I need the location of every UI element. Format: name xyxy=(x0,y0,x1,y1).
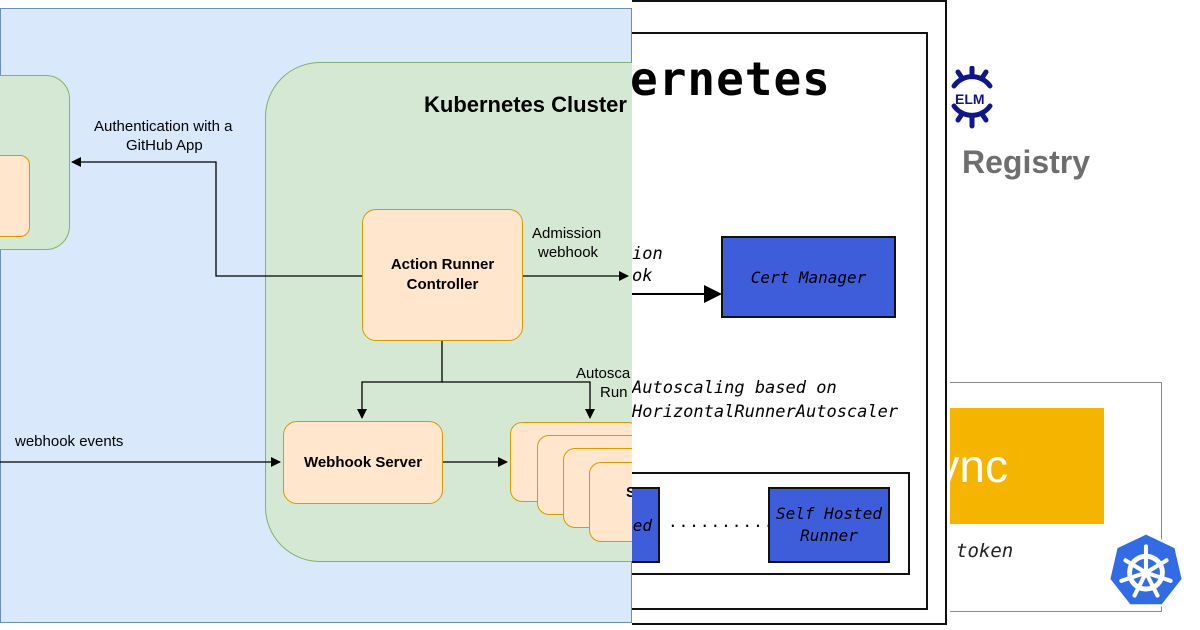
runner-stack-card xyxy=(589,462,632,542)
panel-helm-registry: ELM Registry ync token xyxy=(950,0,1200,630)
sync-banner: ync xyxy=(950,408,1104,524)
sketch-arrows xyxy=(632,285,722,303)
github-app-box xyxy=(0,155,30,237)
auth-label-line1: Authentication with a xyxy=(94,118,233,135)
cert-manager-box: Cert Manager xyxy=(721,236,896,318)
admission-arrow-head xyxy=(704,285,722,303)
self-hosted-runner-partial: ed xyxy=(632,487,660,563)
autoscale-label-line2: Run xyxy=(600,384,628,401)
runner-dots: .......... xyxy=(668,512,775,531)
cluster-title: Kubernetes Cluster xyxy=(424,92,627,117)
sync-label: ync xyxy=(950,440,1008,492)
controller-to-runners-connector xyxy=(442,381,595,419)
webhook-events-label: webhook events xyxy=(15,433,124,450)
controller-label-line2: Controller xyxy=(406,276,479,293)
registry-title: Registry xyxy=(962,144,1091,180)
self-hosted-runner-box: Self Hosted Runner xyxy=(768,487,890,563)
helm-icon xyxy=(951,66,993,129)
controller-label-line1: Action Runner xyxy=(390,256,495,273)
runner-label-line2: Runner xyxy=(800,526,858,545)
autoscale-note-line1: Autoscaling based on xyxy=(632,378,837,398)
connector-lines xyxy=(0,157,629,467)
runner-partial-label: ed xyxy=(632,515,652,535)
admission-label-line1: Admission xyxy=(532,225,602,242)
runner-group-frame xyxy=(632,472,910,575)
admission-partial-line2: ok xyxy=(632,266,653,286)
action-runner-controller-node: Action Runner Controller xyxy=(362,209,523,341)
cert-manager-label: Cert Manager xyxy=(750,267,867,287)
panel-arc-diagram: Kubernetes Cluster S Action Runner Contr… xyxy=(0,8,632,623)
kubernetes-title: ernetes xyxy=(632,52,831,106)
admission-label-line2: webhook xyxy=(538,244,599,261)
webhook-server-node: Webhook Server xyxy=(283,421,443,504)
helm-text: ELM xyxy=(955,91,985,107)
kubernetes-icon xyxy=(1107,532,1185,607)
auth-connector xyxy=(71,157,362,277)
runner-label-partial: S xyxy=(626,484,632,501)
webhook-server-label: Webhook Server xyxy=(303,453,423,471)
token-label: token xyxy=(956,540,1014,562)
panel-sketch-diagram: ernetes ion ok Cert Manager Autoscaling … xyxy=(632,0,950,630)
controller-to-webhook-connector xyxy=(357,341,443,419)
admission-partial-line1: ion xyxy=(632,244,663,264)
autoscale-label-line1: Autosca xyxy=(576,365,631,382)
runner-label-line1: Self Hosted xyxy=(776,504,882,523)
auth-label-line2: GitHub App xyxy=(126,137,203,154)
autoscale-note-line2: HorizontalRunnerAutoscaler xyxy=(632,402,899,422)
